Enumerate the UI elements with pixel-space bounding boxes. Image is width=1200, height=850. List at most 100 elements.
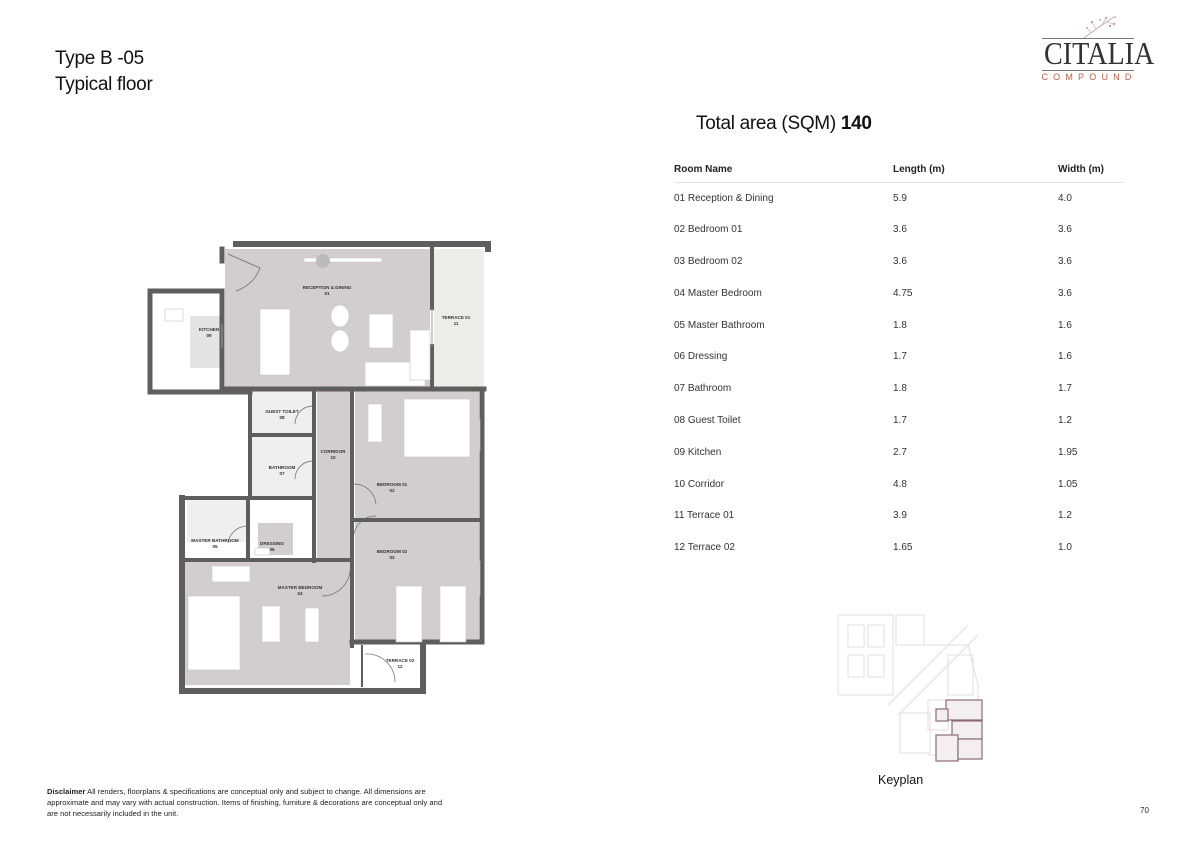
svg-text:04: 04 — [297, 591, 303, 596]
room-width: 1.2 — [1058, 510, 1072, 522]
column-header-length: Length (m) — [893, 158, 1058, 183]
walls — [147, 241, 491, 694]
room-width: 3.6 — [1058, 255, 1072, 267]
svg-text:09: 09 — [206, 333, 212, 338]
disclaimer: Disclaimer All renders, floorplans & spe… — [47, 786, 447, 819]
svg-text:06: 06 — [269, 547, 275, 552]
svg-text:07: 07 — [279, 471, 285, 476]
room-length: 1.7 — [893, 351, 907, 363]
room-width: 1.2 — [1058, 414, 1072, 426]
total-area-value: 140 — [840, 113, 872, 134]
unit-type-title: Type B -05 — [55, 48, 144, 69]
table-row: 03 Bedroom 02 3.6 3.6 — [674, 246, 1124, 278]
room-width: 4.0 — [1058, 192, 1072, 204]
keyplan-unit-highlight — [935, 699, 983, 762]
room-name: 12 Terrace 02 — [674, 542, 735, 554]
room-name: 09 Kitchen — [674, 446, 722, 458]
keyplan-drawing — [837, 614, 983, 762]
logo-top-rule — [1042, 38, 1134, 39]
logo-subtitle: COMPOUND — [1041, 72, 1137, 82]
table-row: 04 Master Bedroom 4.75 3.6 — [674, 277, 1124, 309]
table-row: 09 Kitchen 2.7 1.95 — [674, 436, 1124, 468]
table-row: 06 Dressing 1.7 1.6 — [674, 341, 1124, 373]
room-name: 07 Bathroom — [674, 383, 732, 395]
room-labels: RECEPTION & DINING 01 KITCHEN 09 TERRACE… — [191, 285, 470, 669]
keyplan-label: Keyplan — [878, 773, 924, 787]
room-length: 4.8 — [893, 478, 907, 490]
column-header-width: Width (m) — [1058, 158, 1124, 183]
svg-text:03: 03 — [389, 555, 395, 560]
room-width: 3.6 — [1058, 287, 1072, 299]
room-length: 1.8 — [893, 383, 907, 395]
room-name: 06 Dressing — [674, 351, 728, 363]
room-name: 10 Corridor — [674, 478, 725, 490]
room-name: 01 Reception & Dining — [674, 192, 774, 204]
svg-text:11: 11 — [454, 321, 459, 326]
room-length: 1.8 — [893, 319, 907, 331]
svg-text:DRESSING: DRESSING — [260, 541, 284, 546]
citalia-logo: CITALIA COMPOUND — [1038, 14, 1155, 84]
room-width: 3.6 — [1058, 224, 1072, 236]
room-length: 5.9 — [893, 192, 907, 204]
room-length: 1.7 — [893, 414, 907, 426]
column-header-room-name: Room Name — [674, 158, 893, 183]
svg-text:KITCHEN: KITCHEN — [199, 327, 220, 332]
table-header-row: Room Name Length (m) Width (m) — [674, 158, 1124, 183]
svg-text:CORRIDOR: CORRIDOR — [320, 449, 346, 454]
floor-plan-drawing: RECEPTION & DINING 01 KITCHEN 09 TERRACE… — [147, 241, 491, 694]
svg-text:TERRACE 01: TERRACE 01 — [442, 315, 471, 320]
svg-text:BEDROOM 01: BEDROOM 01 — [377, 482, 408, 487]
page-heading: Type B -05 Typical floor — [55, 46, 153, 98]
room-width: 1.7 — [1058, 383, 1072, 395]
room-name: 03 Bedroom 02 — [674, 255, 743, 267]
svg-text:GUEST TOILET: GUEST TOILET — [265, 409, 299, 414]
svg-text:10: 10 — [330, 455, 336, 460]
total-area: Total area (SQM) 140 — [696, 113, 872, 135]
svg-text:BEDROOM 02: BEDROOM 02 — [377, 549, 408, 554]
room-name: 02 Bedroom 01 — [674, 224, 743, 236]
disclaimer-label: Disclaimer — [47, 787, 86, 796]
logo-wordmark: CITALIA — [1044, 35, 1155, 71]
svg-text:01: 01 — [324, 291, 330, 296]
table-row: 02 Bedroom 01 3.6 3.6 — [674, 214, 1124, 246]
table-row: 08 Guest Toilet 1.7 1.2 — [674, 405, 1124, 437]
svg-text:02: 02 — [389, 488, 395, 493]
svg-text:BATHROOM: BATHROOM — [269, 465, 296, 470]
page-number: 70 — [1140, 806, 1149, 815]
table-row: 01 Reception & Dining 5.9 4.0 — [674, 182, 1124, 214]
room-name: 05 Master Bathroom — [674, 319, 765, 331]
svg-text:MASTER BATHROOM: MASTER BATHROOM — [191, 538, 239, 543]
table-row: 12 Terrace 02 1.65 1.0 — [674, 532, 1124, 564]
room-length: 4.75 — [893, 287, 913, 299]
svg-text:RECEPTION & DINING: RECEPTION & DINING — [303, 285, 352, 290]
disclaimer-text: All renders, floorplans & specifications… — [47, 787, 443, 818]
room-name: 11 Terrace 01 — [674, 510, 735, 522]
room-length: 3.6 — [893, 224, 907, 236]
room-length: 1.65 — [893, 542, 913, 554]
room-name: 04 Master Bedroom — [674, 287, 762, 299]
floor-subtitle: Typical floor — [55, 74, 153, 95]
room-length: 2.7 — [893, 446, 907, 458]
logo-bottom-rule — [1042, 70, 1134, 71]
total-area-label: Total area (SQM) — [696, 113, 836, 134]
room-width: 1.6 — [1058, 319, 1072, 331]
svg-text:MASTER BEDROOM: MASTER BEDROOM — [278, 585, 323, 590]
table-row: 05 Master Bathroom 1.8 1.6 — [674, 309, 1124, 341]
room-dimensions-table: Room Name Length (m) Width (m) 01 Recept… — [674, 158, 1124, 564]
doors — [227, 253, 396, 683]
cherry-blossom-branch-icon — [1083, 16, 1116, 39]
room-length: 3.6 — [893, 255, 907, 267]
room-name: 08 Guest Toilet — [674, 414, 741, 426]
room-width: 1.6 — [1058, 351, 1072, 363]
windows — [221, 308, 481, 596]
room-width: 1.0 — [1058, 542, 1072, 554]
svg-text:12: 12 — [397, 664, 403, 669]
svg-text:08: 08 — [279, 415, 285, 420]
furniture — [164, 254, 471, 671]
svg-text:05: 05 — [212, 544, 218, 549]
table-row: 07 Bathroom 1.8 1.7 — [674, 373, 1124, 405]
svg-text:TERRACE 02: TERRACE 02 — [386, 658, 415, 663]
room-width: 1.95 — [1058, 446, 1078, 458]
